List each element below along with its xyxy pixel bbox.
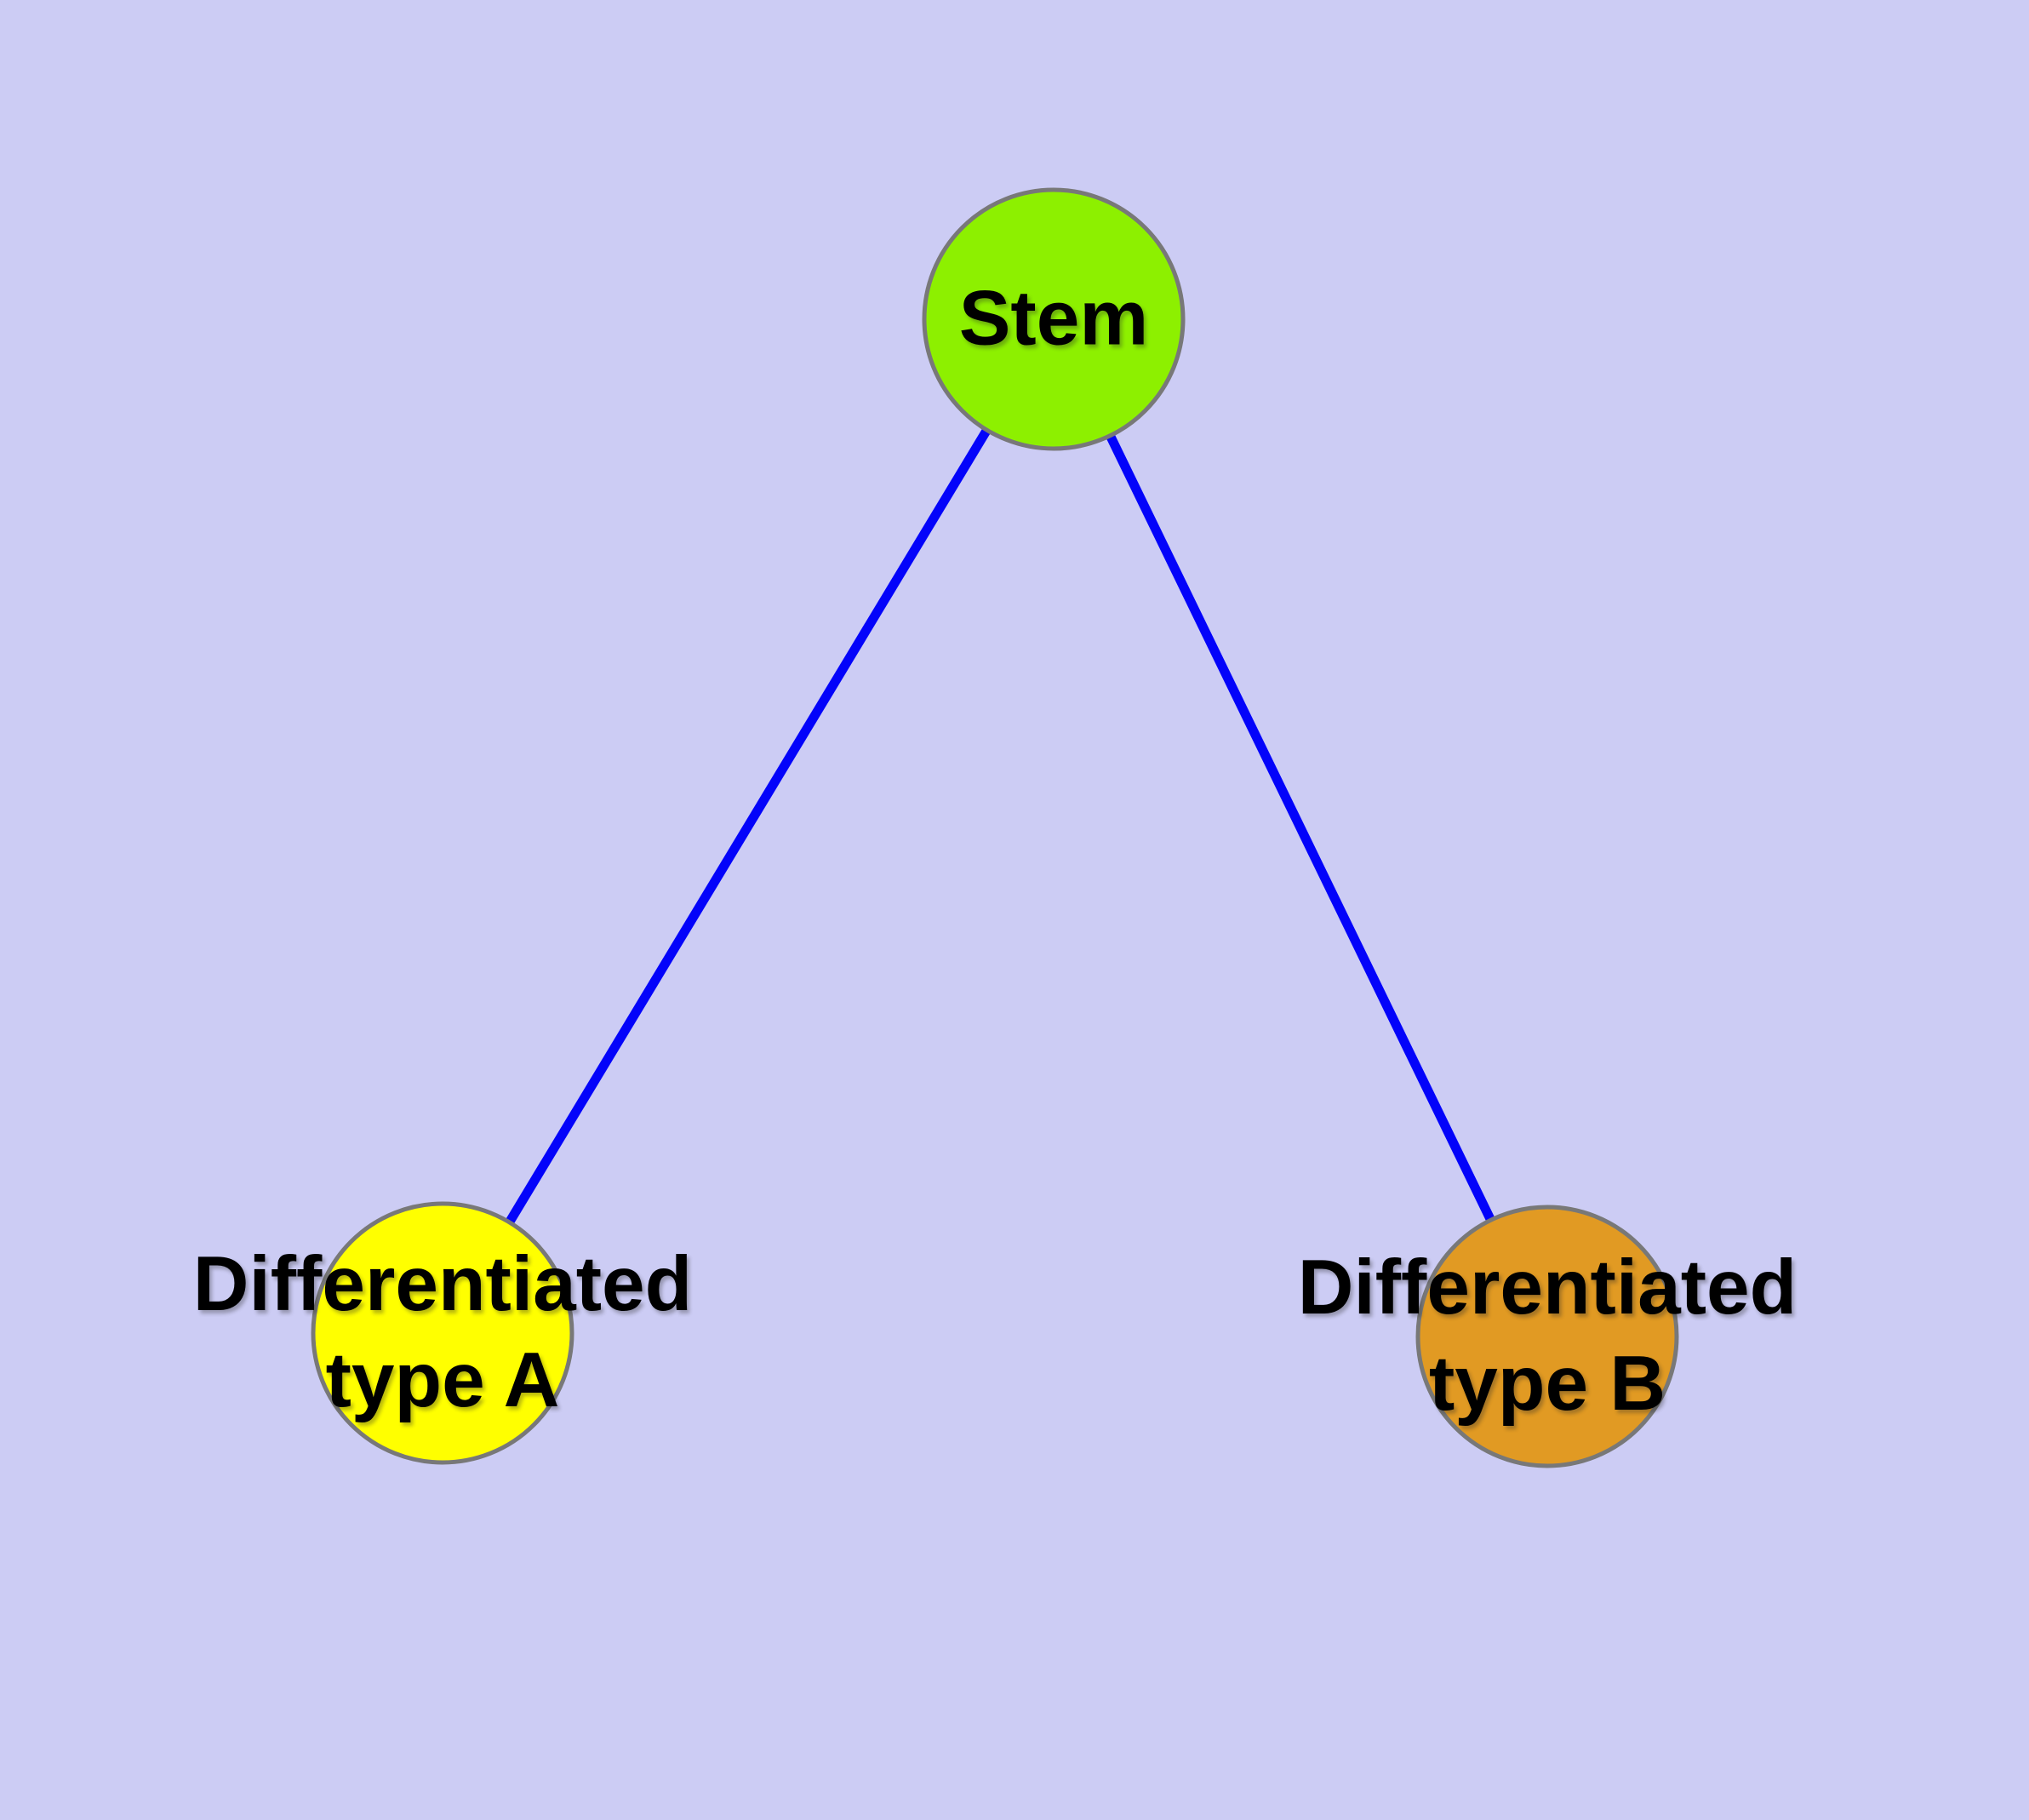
edge-stem-to-type-a (438, 317, 1058, 1336)
node-stem (922, 187, 1186, 451)
node-differentiated-type-a (311, 1201, 574, 1465)
node-differentiated-type-b (1415, 1205, 1679, 1468)
edge-stem-to-type-b (1049, 317, 1552, 1339)
